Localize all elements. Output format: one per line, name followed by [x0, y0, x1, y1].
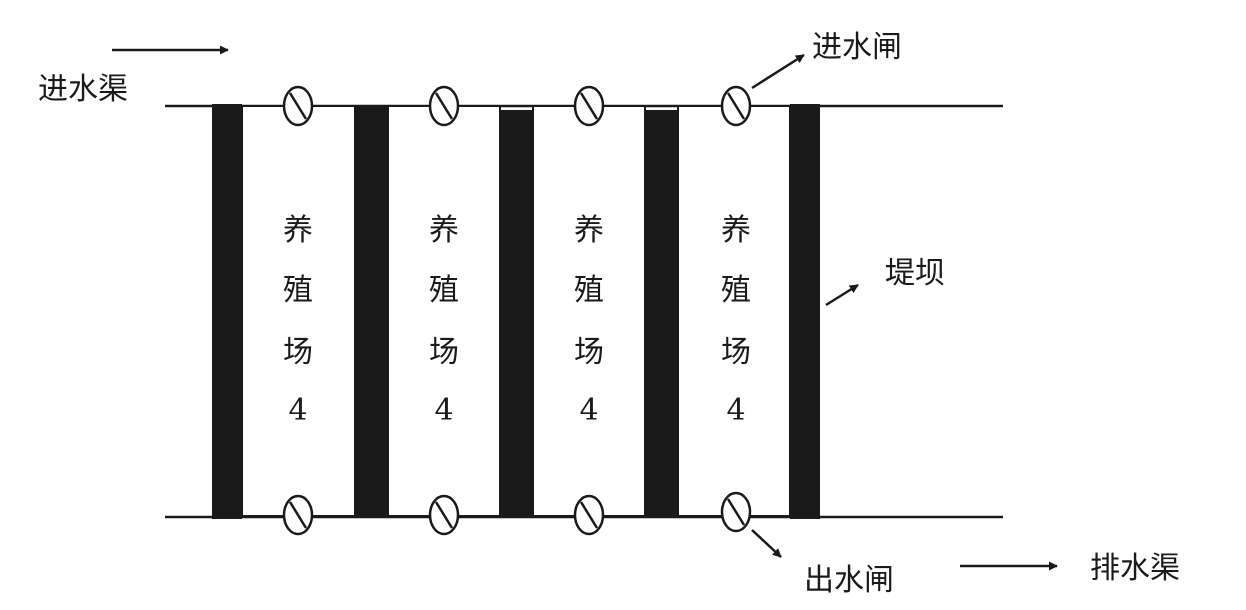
pond-label-char: 殖 — [721, 273, 751, 308]
pond-4: 养 殖 场 4 — [677, 105, 791, 517]
pond-label-char: 养 — [574, 213, 604, 248]
inlet-gate-label: 进水闸 — [812, 30, 902, 65]
pond-label-char: 场 — [721, 335, 751, 370]
dam-pointer-arrow-icon — [825, 283, 859, 307]
pond-label-char: 场 — [574, 335, 604, 370]
pond-label-char: 殖 — [574, 273, 604, 308]
pond-label-char: 殖 — [429, 273, 459, 308]
inlet-gate-valve-icon — [720, 85, 752, 127]
dam-wall — [790, 104, 820, 519]
inlet-gate-pointer-arrow-icon — [751, 53, 805, 90]
dam-label: 堤坝 — [885, 256, 945, 291]
outlet-gate-valve-icon — [282, 494, 314, 536]
dam-wall — [355, 107, 388, 516]
dam-wall — [212, 104, 242, 519]
pond-3: 养 殖 场 4 — [532, 105, 646, 517]
pond-label-char: 养 — [283, 213, 313, 248]
drain-channel-label: 排水渠 — [1090, 551, 1180, 586]
outlet-gate-pointer-arrow-icon — [751, 529, 782, 558]
pond-1: 养 殖 场 4 — [241, 105, 356, 517]
outlet-gate-valve-icon — [573, 494, 605, 536]
pond-label-number: 4 — [726, 393, 745, 428]
pond-label-number: 4 — [434, 393, 453, 428]
outlet-gate-valve-icon — [720, 491, 752, 533]
pond-2: 养 殖 场 4 — [387, 105, 501, 517]
pond-label-char: 殖 — [283, 273, 313, 308]
pond-label-char: 养 — [429, 213, 459, 248]
outlet-gate-label: 出水闸 — [804, 563, 894, 598]
pond-label-char: 养 — [721, 213, 751, 248]
pond-label-number: 4 — [288, 393, 307, 428]
inlet-gate-valve-icon — [573, 85, 605, 127]
dam-wall — [645, 110, 678, 516]
inlet-gate-valve-icon — [428, 85, 460, 127]
pond-label-char: 场 — [429, 335, 459, 370]
outlet-gate-valve-icon — [428, 494, 460, 536]
pond-label-number: 4 — [579, 393, 598, 428]
inlet-gate-valve-icon — [282, 85, 314, 127]
inlet-channel-label: 进水渠 — [38, 72, 128, 107]
pond-label-char: 场 — [283, 335, 313, 370]
dam-wall — [500, 110, 533, 516]
